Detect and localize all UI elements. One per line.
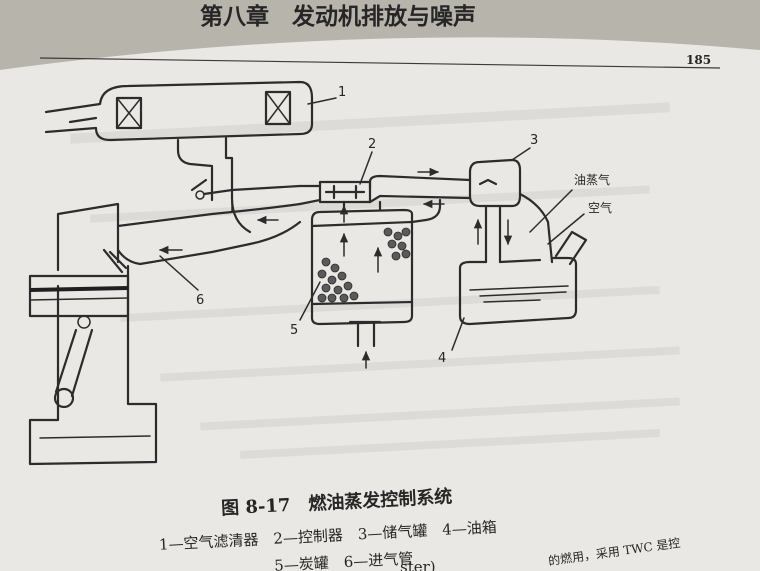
- header-rule: [39, 57, 721, 69]
- callout-2: 2: [368, 137, 376, 152]
- caption-line-2: 5—炭罐 6—进气管: [274, 549, 414, 571]
- evap-control-diagram: 1 2 3 4 5 6 油蒸气 空气: [28, 80, 612, 466]
- vapor-lines: [368, 167, 472, 224]
- charcoal-canister: [310, 200, 414, 369]
- callout-leaders: [159, 97, 531, 351]
- vapor-storage-tank: [468, 158, 554, 264]
- air-leader: [547, 213, 585, 245]
- chapter-heading: 第八章 发动机排放与噪声: [200, 3, 476, 30]
- fuel-vapor-leader: [529, 189, 573, 233]
- label-fuel-vapor: 油蒸气: [574, 172, 610, 187]
- callout-3: 3: [530, 133, 538, 148]
- callout-4: 4: [438, 351, 446, 366]
- bottom-fragment-left: ster): [400, 558, 436, 571]
- page-surface: [0, 37, 760, 571]
- callout-1: 1: [338, 85, 346, 100]
- intake-manifold: [102, 189, 302, 274]
- bleed-through-text: [70, 102, 680, 459]
- label-air: 空气: [588, 200, 612, 215]
- callout-5: 5: [290, 323, 298, 338]
- callout-6: 6: [196, 293, 204, 308]
- engine-block: [28, 202, 158, 466]
- charcoal-granules: [317, 227, 411, 303]
- page-number: 185: [686, 53, 711, 67]
